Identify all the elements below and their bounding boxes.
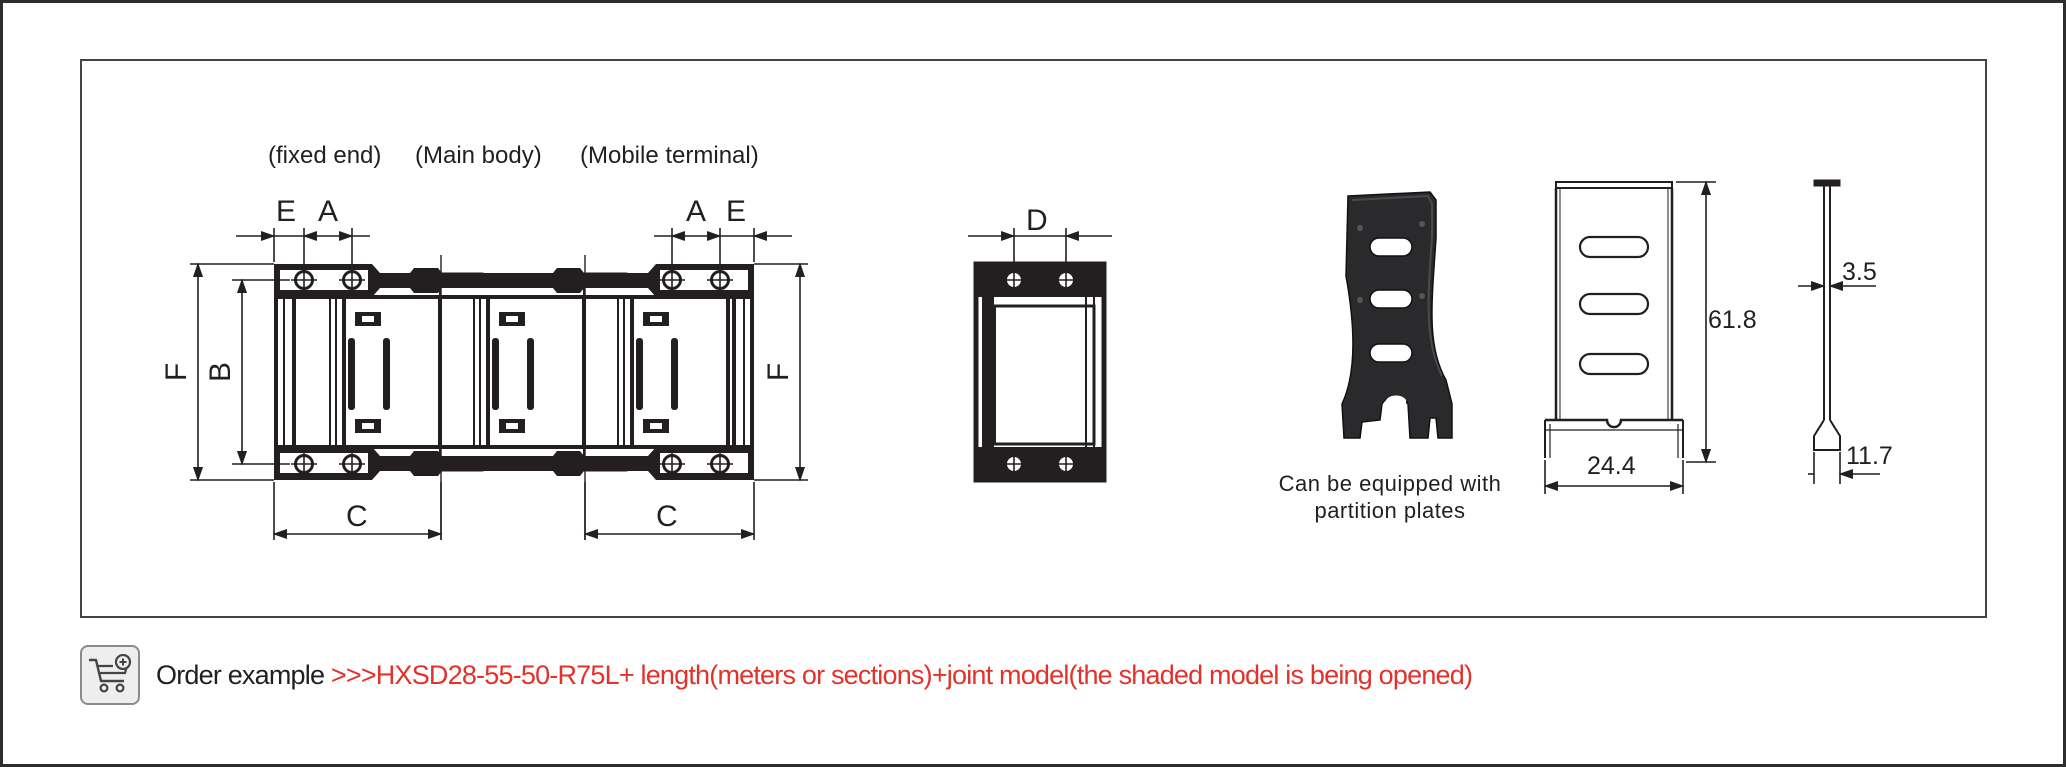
order-example-row: Order example >>>HXSD28-55-50-R75L+ leng…	[80, 643, 1980, 707]
cart-glyph	[89, 654, 132, 693]
partition-plate-note: Can be equipped with partition plates	[1260, 470, 1520, 524]
partition-note-line2: partition plates	[1314, 498, 1466, 523]
cross-section-view	[968, 228, 1112, 483]
order-example-code: >>>HXSD28-55-50-R75L+ length(meters or s…	[324, 659, 1473, 690]
chain-side-view	[274, 255, 754, 540]
dim-width-24-4: 24.4	[1587, 452, 1636, 480]
partition-plate-side-view	[1798, 179, 1880, 484]
order-example-label: Order example	[156, 659, 325, 690]
dim-a-left: A	[318, 195, 339, 228]
dim-b: B	[204, 361, 238, 383]
partition-plate-front-view	[1543, 180, 1716, 494]
dim-c-right: C	[656, 500, 678, 533]
dim-f-left: F	[160, 362, 194, 382]
dim-d: D	[1026, 204, 1048, 237]
dim-f-right: F	[762, 362, 796, 382]
dim-e-left: E	[276, 195, 297, 228]
dim-c-left: C	[346, 500, 368, 533]
shopping-cart-add-icon[interactable]	[80, 645, 140, 705]
dim-base-11-7: 11.7	[1846, 442, 1893, 470]
partition-plate-image	[1341, 191, 1453, 439]
label-fixed-end: (fixed end)	[268, 142, 382, 169]
dim-height-61-8: 61.8	[1708, 306, 1757, 334]
dim-thickness-3-5: 3.5	[1842, 258, 1877, 286]
dim-a-right: A	[686, 195, 707, 228]
drawing-panel	[80, 59, 1987, 618]
label-mobile-terminal: (Mobile terminal)	[580, 142, 759, 169]
order-example-text: Order example >>>HXSD28-55-50-R75L+ leng…	[156, 659, 1473, 691]
dim-e-right: E	[726, 195, 747, 228]
partition-note-line1: Can be equipped with	[1278, 471, 1502, 496]
label-main-body: (Main body)	[415, 142, 542, 169]
side-view-dimensions	[190, 228, 808, 540]
